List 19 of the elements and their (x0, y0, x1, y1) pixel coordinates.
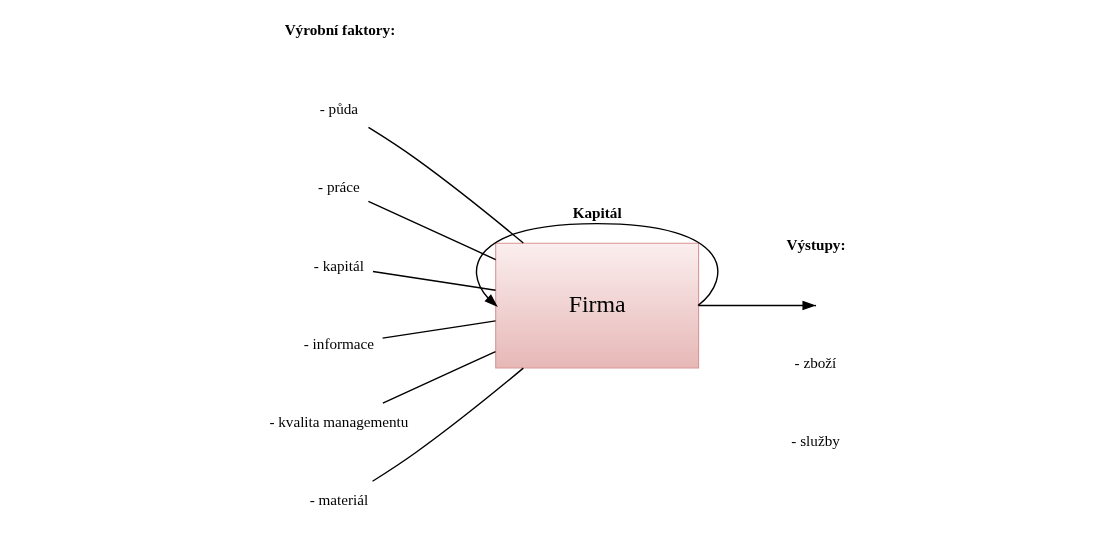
node-text: - kapitál (313, 256, 364, 274)
label: - zboží (794, 354, 837, 372)
node-text: - informace (303, 334, 375, 352)
connector (372, 270, 497, 291)
connector (381, 320, 497, 339)
label: - služby (791, 432, 840, 450)
node-text: - práce (318, 178, 360, 196)
node-text: - půda (319, 100, 359, 118)
node-text: - materiál (309, 490, 369, 508)
arrow (475, 222, 719, 307)
node-text: - kvalita managementu (269, 412, 409, 430)
node-box: Firma (495, 242, 700, 369)
label: Výrobní faktory: (284, 21, 396, 39)
connector (367, 200, 497, 261)
label: Výstupy: (786, 235, 846, 253)
edge-label: Kapitál (572, 204, 622, 222)
connector (367, 126, 525, 244)
connector (371, 367, 525, 482)
connector (382, 350, 497, 404)
